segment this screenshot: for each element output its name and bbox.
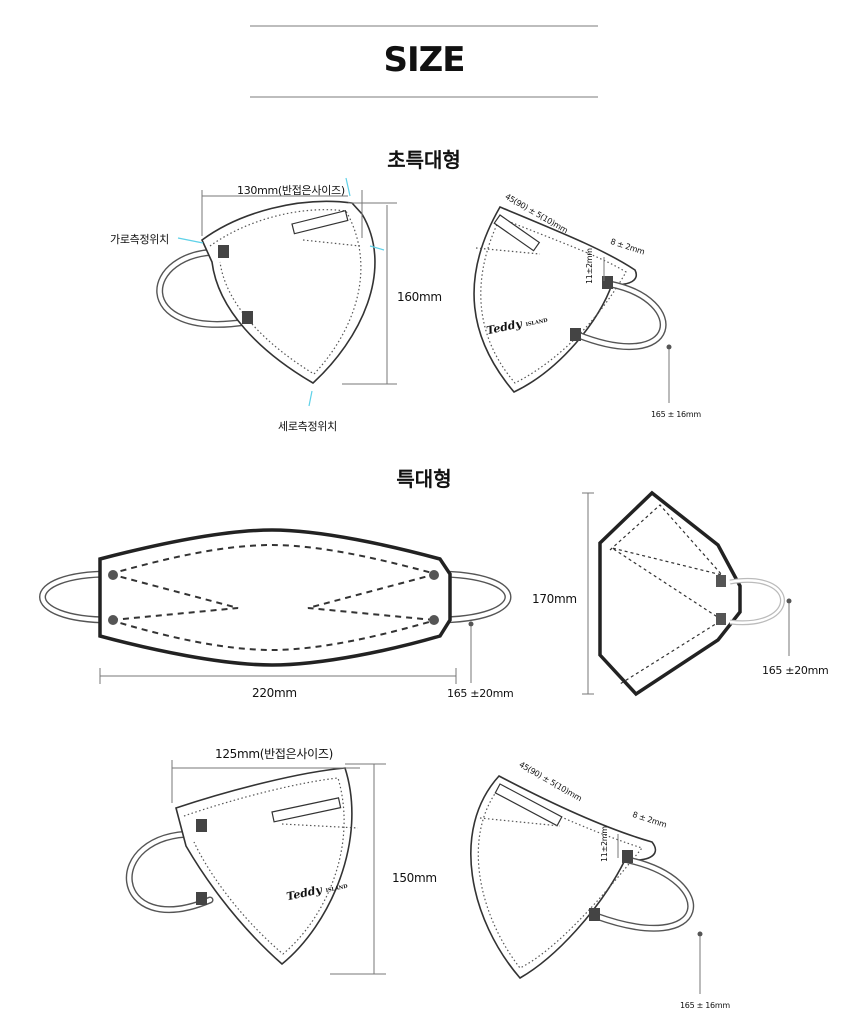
label-height-150: 150mm (392, 871, 437, 885)
mask-outline-6 (470, 775, 657, 980)
mask-front-view-2 (470, 775, 703, 994)
mask-flat-view (39, 528, 512, 684)
nose-wire-1 (291, 209, 349, 235)
ear-tab-2a (602, 276, 613, 289)
label-ear-11-a: 11±2mm (585, 248, 594, 284)
label-loop-165-20-b: 165 ±20mm (762, 664, 829, 677)
label-loop-165-16-a: 165 ± 16mm (651, 410, 701, 419)
mask-front-view-1 (473, 205, 672, 403)
mask-outline-3 (98, 528, 452, 667)
ear-node-3a (108, 570, 118, 580)
header-rule-top (250, 25, 598, 27)
mask-outline-5 (175, 767, 353, 966)
mask-side-view-1 (156, 177, 397, 407)
label-width-125: 125mm(반접은사이즈) (215, 747, 333, 761)
mask-outline-4 (598, 490, 742, 697)
label-horizontal-point: 가로측정위치 (110, 233, 169, 246)
nose-wire-6 (494, 783, 563, 827)
header-rule-bottom (250, 96, 598, 98)
page-title: SIZE (383, 40, 465, 80)
label-height-160: 160mm (397, 290, 442, 304)
label-loop-165-16-b: 165 ± 16mm (680, 1001, 730, 1010)
ear-tab-1b (242, 311, 253, 324)
ear-node-3c (429, 570, 439, 580)
nose-wire-2 (493, 214, 541, 252)
ear-node-3d (429, 615, 439, 625)
section-title-large: 특대형 (396, 467, 452, 491)
section-title-extra-large: 초특대형 (387, 148, 461, 172)
label-width-130: 130mm(반접은사이즈) (237, 184, 345, 197)
ear-tab-2b (570, 328, 581, 341)
label-height-170: 170mm (532, 592, 577, 606)
mask-outline-1 (201, 200, 376, 384)
mask-profile-view (582, 490, 792, 697)
label-vertical-point: 세로측정위치 (278, 420, 337, 433)
ear-tab-1a (218, 245, 229, 258)
label-ear-11-b: 11±2mm (600, 826, 609, 862)
label-loop-165-20-a: 165 ±20mm (447, 687, 514, 700)
mask-outline-2 (473, 205, 637, 393)
label-width-220: 220mm (252, 686, 297, 700)
nose-wire-5 (271, 797, 342, 823)
mask-side-view-2 (125, 760, 386, 975)
ear-node-3b (108, 615, 118, 625)
